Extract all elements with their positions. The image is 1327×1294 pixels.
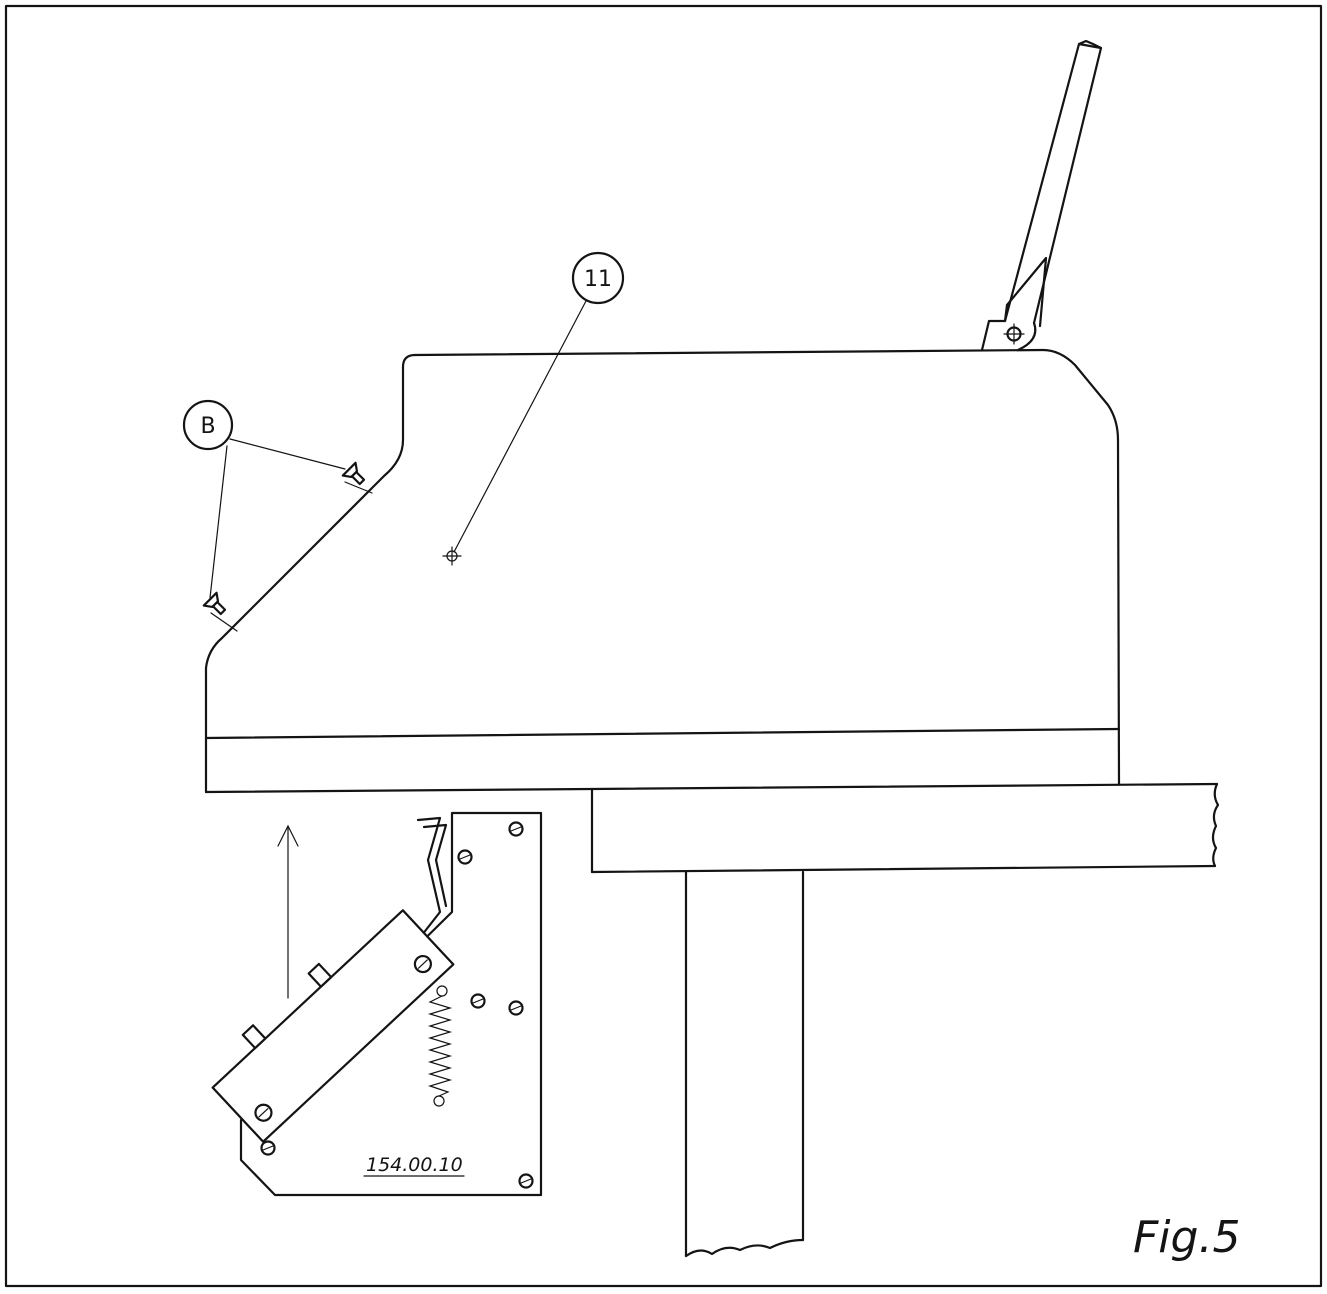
- lever-arm: [980, 39, 1103, 352]
- switch-assembly: 154.00.10: [211, 811, 543, 1197]
- plate-screw-icon: [260, 821, 534, 1189]
- part-number: 154.00.10: [366, 1154, 463, 1176]
- callout-11-label: 11: [584, 267, 612, 292]
- drawing-frame: [4, 4, 1323, 1288]
- table-slab: [590, 782, 1220, 874]
- microswitch: [211, 909, 455, 1143]
- callout-11: 11: [571, 251, 625, 305]
- screw-upper: [341, 461, 366, 486]
- spring-icon: [427, 985, 453, 1107]
- callout-b-label: B: [200, 414, 215, 439]
- screw-lower: [202, 591, 227, 616]
- figure-label: Fig.5: [1133, 1212, 1240, 1263]
- machine-housing: [204, 348, 1121, 794]
- reference-point-icon: [442, 546, 462, 566]
- callout-b: B: [182, 399, 234, 451]
- insertion-arrow-icon: [277, 824, 299, 999]
- support-post: [684, 870, 805, 1258]
